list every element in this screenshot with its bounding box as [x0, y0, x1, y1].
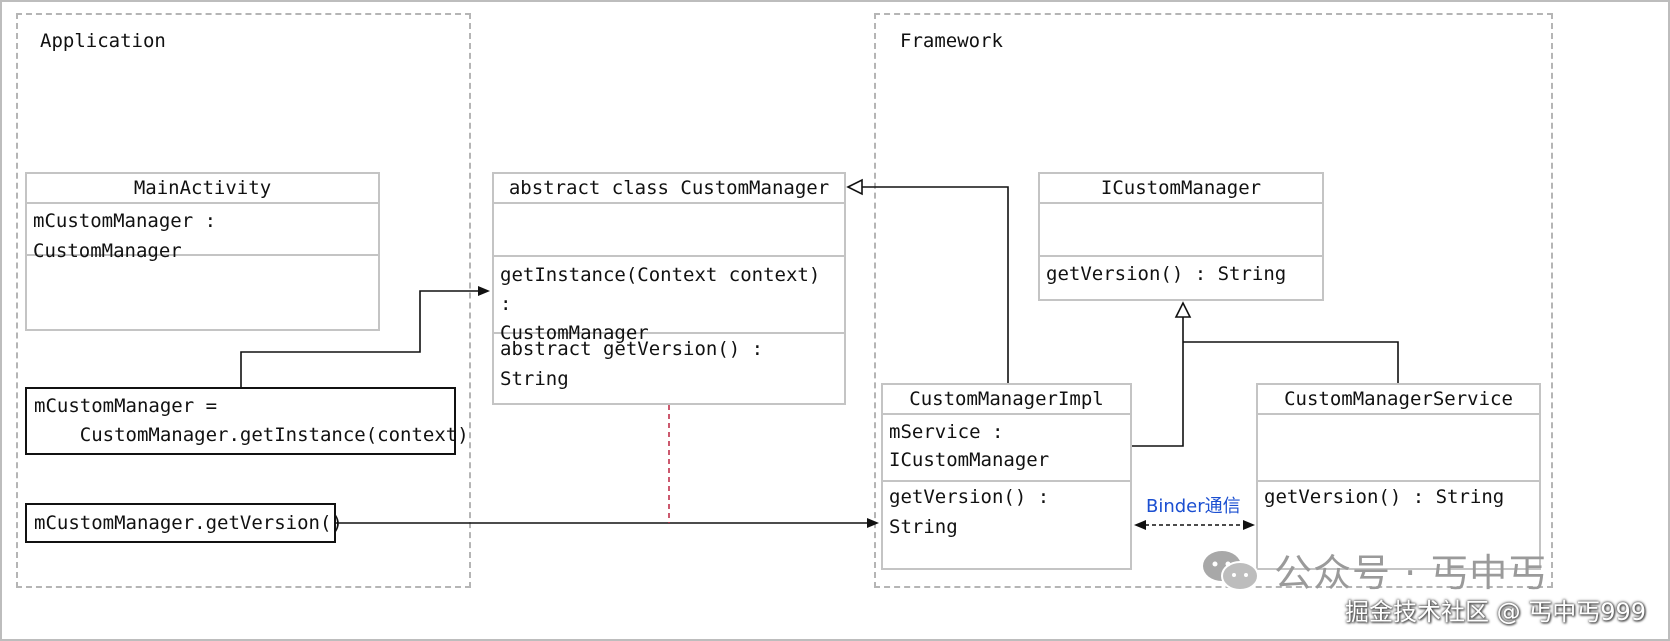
- method-line: abstract getVersion() : String: [500, 338, 764, 390]
- method-line: getVersion() : String: [1046, 263, 1287, 285]
- class-name: MainActivity: [27, 174, 378, 204]
- class-methods: getVersion() : String: [883, 482, 1130, 548]
- class-custom-manager-impl: CustomManagerImpl mService : ICustomMana…: [881, 383, 1132, 570]
- attribute: mService :: [889, 421, 1004, 443]
- note-get-instance: mCustomManager = CustomManager.getInstan…: [25, 387, 469, 455]
- method-line: getInstance(Context context) :: [500, 264, 821, 315]
- class-methods: getVersion() : String: [1258, 482, 1539, 518]
- arrowhead-getinstance: [478, 286, 490, 296]
- watermark-text: 公众号 · 丐中丐: [1274, 551, 1548, 595]
- class-attributes: [1258, 415, 1539, 482]
- attribute: ICustomManager: [889, 449, 1050, 471]
- generalization-triangle-custommanager: [846, 178, 863, 196]
- generalization-triangle-icustommanager: [1174, 301, 1192, 318]
- note-line: CustomManager.getInstance(context): [34, 424, 469, 446]
- method-line: CustomManager: [500, 322, 649, 344]
- class-icustom-manager: ICustomManager getVersion() : String: [1038, 172, 1324, 301]
- realization-impl-to-icustommanager: [1132, 316, 1184, 447]
- class-name: ICustomManager: [1040, 174, 1322, 204]
- application-region-title: Application: [40, 30, 166, 52]
- class-name: CustomManagerImpl: [883, 385, 1130, 415]
- class-attributes: mService : ICustomManager: [883, 415, 1130, 482]
- class-custom-manager-service: CustomManagerService getVersion() : Stri…: [1256, 383, 1541, 570]
- framework-region-title: Framework: [900, 30, 1003, 52]
- binder-arrowhead-left: [1134, 520, 1146, 530]
- class-methods-abstract: abstract getVersion() : String: [494, 334, 844, 400]
- method-line: getVersion() : String: [889, 486, 1050, 538]
- class-name: CustomManagerService: [1258, 385, 1539, 415]
- class-attributes: [1040, 204, 1322, 257]
- class-name: abstract class CustomManager: [494, 174, 844, 204]
- framework-region: [874, 13, 1553, 588]
- arrow-getinstance-call: [240, 290, 480, 387]
- note-line: mCustomManager.getVersion(): [34, 512, 343, 534]
- class-attributes: mCustomManager : CustomManager: [27, 204, 378, 262]
- attribute: mCustomManager : CustomManager: [33, 210, 217, 262]
- watermark-site-text: 掘金技术社区 @ 丐中丐999: [1345, 598, 1647, 626]
- arrowhead-getversion: [867, 518, 879, 528]
- watermark-wechat: 公众号 · 丐中丐: [1200, 542, 1547, 597]
- class-attributes: [494, 204, 844, 257]
- class-methods-primary: getInstance(Context context) : CustomMan…: [494, 257, 844, 344]
- class-custom-manager: abstract class CustomManager getInstance…: [492, 172, 846, 405]
- method-line: getVersion() : String: [1264, 486, 1505, 508]
- binder-label: Binder通信: [1146, 496, 1241, 517]
- application-region: [16, 13, 471, 588]
- class-main-activity: MainActivity mCustomManager : CustomMana…: [25, 172, 380, 331]
- binder-arrowhead-right: [1243, 520, 1255, 530]
- note-get-version: mCustomManager.getVersion(): [25, 503, 343, 543]
- generalization-impl-to-custommanager: [862, 186, 1009, 383]
- class-methods: getVersion() : String: [1040, 257, 1322, 295]
- wechat-icon: [1203, 550, 1259, 591]
- realization-service-to-icustommanager: [1183, 341, 1399, 383]
- note-line: mCustomManager =: [34, 395, 218, 417]
